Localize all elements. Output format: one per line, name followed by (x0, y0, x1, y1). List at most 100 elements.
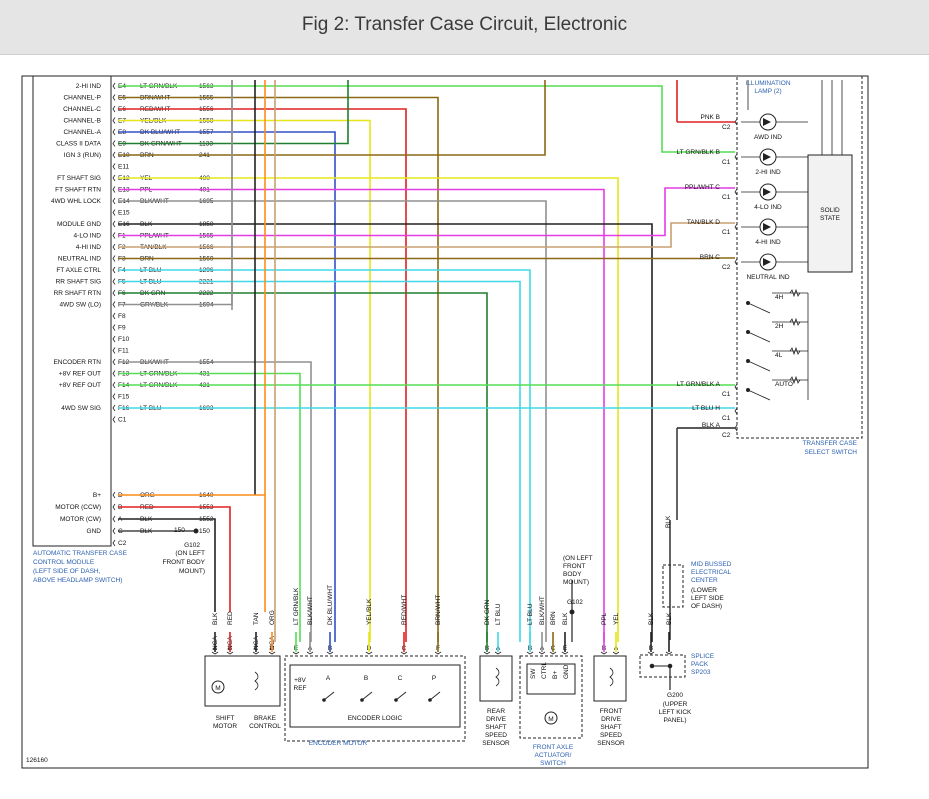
connector-F1 (112, 232, 116, 239)
bottom-connector-10 (483, 651, 491, 655)
g102-left-note-1: FRONT BODY (163, 559, 206, 566)
g102-right-dot (569, 609, 575, 615)
encoder-motor-label: ENCODER MOTOR (309, 740, 368, 747)
switch-input-wire-0: LT GRN/BLK A (677, 381, 721, 388)
figure-id: 126160 (26, 757, 48, 764)
connector-F10 (112, 335, 116, 343)
connector-lower-4 (112, 539, 116, 547)
wire-E6 (118, 108, 407, 642)
front-sensor-box (593, 655, 627, 702)
connector-E7 (112, 117, 116, 124)
indicator-label-0: AWD IND (754, 134, 782, 141)
indicator-wire-3: TAN/BLK D (687, 219, 720, 226)
bottom-wire-label-0: BLK (212, 612, 219, 625)
indicator-conn-1: C1 (722, 159, 731, 166)
bottom-connector-15 (561, 651, 569, 655)
g102-right-note-1: FRONT (563, 563, 585, 570)
bottom-wire-label-1: RED (227, 611, 234, 625)
switch-contact-2 (747, 360, 771, 372)
brake-control-label-1: CONTROL (249, 723, 281, 730)
rear-sensor-label-2: SHAFT (485, 724, 506, 731)
module-caption-0: AUTOMATIC TRANSFER CASE (33, 550, 128, 557)
bottom-connector-12 (526, 651, 534, 655)
switch-position-0: 4H (775, 294, 784, 301)
encoder-switch-2 (395, 691, 407, 701)
connector-F13 (112, 370, 116, 377)
page-title: Fig 2: Transfer Case Circuit, Electronic (301, 14, 628, 35)
bottom-wire-label-16: PPL (601, 612, 608, 625)
module-pin-name-F14: +8V REF OUT (59, 382, 101, 389)
wire-E10 (118, 80, 546, 156)
module-pin-name-F4: FT AXLE CTRL (56, 267, 101, 274)
connector-F11 (112, 347, 116, 354)
bottom-wire-label-10: DK GRN (484, 599, 491, 625)
connector-F2 (112, 243, 116, 251)
front-sensor-label-2: SHAFT (600, 724, 621, 731)
bottom-wire-label-12: LT BLU (527, 603, 534, 625)
connector-E15 (112, 209, 116, 216)
front-sensor-label-0: FRONT (600, 708, 622, 715)
module-lower-pin-name-0: B+ (93, 492, 101, 499)
module-lower-pin-id-4: C2 (118, 540, 127, 547)
switch-pivot-1 (746, 330, 750, 334)
mid-bussed-label-2: CENTER (691, 577, 718, 584)
bottom-wire-label-17: YEL (613, 612, 620, 625)
indicator-led-4 (763, 258, 771, 266)
connector-F16 (112, 404, 116, 412)
lower-circuit-3: 150 (199, 528, 210, 535)
connector-E6 (112, 105, 116, 113)
splice-pack-box (639, 654, 686, 678)
wire-E14 (118, 200, 547, 642)
switch-caption-0: TRANSFER CASE (802, 440, 857, 447)
switch-pivot-2 (746, 359, 750, 363)
transfer-case-select-switch-box (736, 75, 863, 439)
wire-lower-D (118, 494, 266, 612)
control-module-box (32, 75, 112, 547)
module-pin-id-F9: F9 (118, 325, 126, 332)
shift-brake-housing (204, 655, 281, 707)
bottom-connector-16 (600, 651, 608, 655)
g102-left-note-2: MOUNT) (179, 568, 205, 575)
module-pin-id-F10: F10 (118, 336, 130, 343)
module-pin-name-E14: 4WD WHL LOCK (51, 198, 102, 205)
encoder-switch-label-2: C (398, 675, 403, 682)
bottom-wire-label-4: LT GRN/BLK (293, 587, 300, 625)
g200-label: G200 (667, 692, 683, 699)
indicator-connector-1 (734, 153, 738, 161)
connector-E4 (112, 82, 116, 90)
module-pin-id-C1: C1 (118, 417, 127, 424)
switch-contact-3 (747, 389, 771, 401)
wire-F6 (118, 292, 488, 642)
encoder-switch-label-3: P (432, 675, 436, 682)
module-pin-name-E9: CLASS II DATA (56, 141, 102, 148)
indicator-led-3 (763, 223, 771, 231)
bottom-connector-5 (306, 651, 314, 655)
wire-F5 (118, 280, 521, 642)
wire-E13 (118, 188, 605, 642)
bottom-wire-label-7: YEL/BLK (366, 598, 373, 625)
connector-F15 (112, 393, 116, 400)
indicator-conn-0: C2 (722, 124, 731, 131)
wire-F2 (118, 222, 735, 248)
connector-E14 (112, 197, 116, 205)
connector-lower-0 (112, 491, 116, 499)
module-pin-id-F15: F15 (118, 394, 130, 401)
front-sensor-label-3: SPEED (600, 732, 622, 739)
front-axle-inner (526, 663, 576, 695)
module-pin-name-F5: RR SHAFT SIG (56, 279, 101, 286)
rear-sensor-label-4: SENSOR (482, 740, 510, 747)
module-pin-id-E15: E15 (118, 210, 130, 217)
encoder-switch-label-0: A (326, 675, 331, 682)
switch-resistor-3 (789, 375, 801, 385)
indicator-wire-0: PNK B (700, 114, 720, 121)
front-axle-pin-2: B+ (552, 671, 559, 679)
wire-F7 (118, 80, 233, 306)
illum-header-1: LAMP (2) (754, 88, 781, 95)
bottom-wire-label-8: RED/WHT (401, 595, 408, 625)
g200-note-0: (UPPER (663, 701, 688, 708)
switch-position-3: AUTO (775, 381, 793, 388)
bottom-wire-label-14: BRN (550, 611, 557, 625)
module-pin-name-E10: IGN 3 (RUN) (64, 152, 101, 159)
